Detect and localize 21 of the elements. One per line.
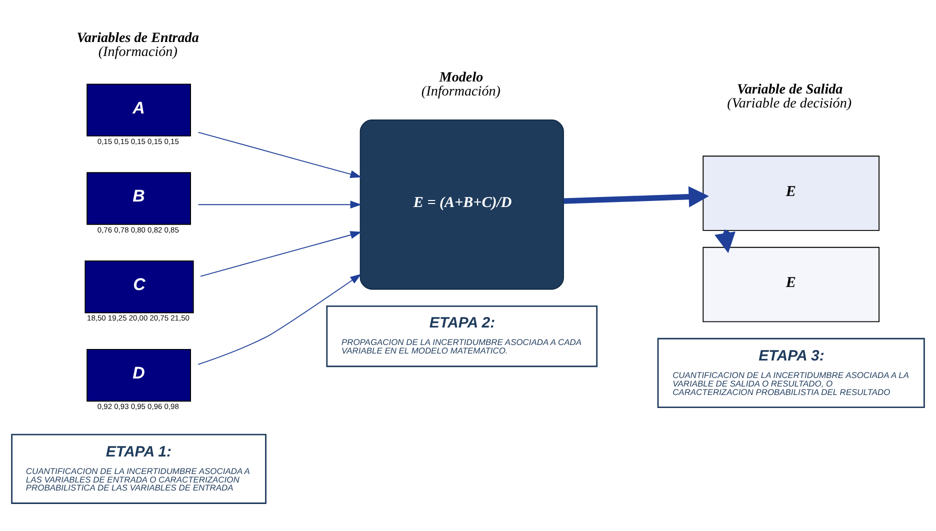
node-label: 0,92 0,93 0,95 0,96 0,98 [97,402,179,412]
label: Variables de Entrada [76,30,199,46]
label: (Información) [98,44,178,60]
node-label: 0,15 0,15 0,15 0,15 0,15 [97,136,179,146]
node-box: E [702,156,880,231]
arrow [564,186,709,208]
label: (Variable de decisión) [727,96,852,112]
node-box: ETAPA 3: CUANTIFICACION DE LA INCERTIDUMBRE ASOCIADA A LA VARIABLE DE SALIDA O RESULTADO, O CARACTERIZACION PROBABILISTIA DEL RESULTADO [657,338,925,408]
label: (Información) [421,83,501,100]
node-box: ETAPA 2: PROPAGACION DE LA INCERTIDUMBRE ASOCIADA A CADA VARIABLE EN EL MODELO MATEMATICO. [326,305,598,368]
node-label: 0,76 0,78 0,80 0,82 0,85 [97,225,179,234]
arrow [198,200,362,209]
node-box: E [702,246,880,322]
node-box: ETAPA 1: CUANTIFICACION DE LA INCERTIDUMBRE ASOCIADA A LAS VARIABLES DE ENTRADA O CARACTERIZACION PROBABILISTICA DE LAS VARIABLES DE ENTRADA [11,434,266,504]
label: Variable de Salida [737,82,843,98]
arrow [198,132,362,178]
label: Modelo [439,69,484,86]
arrow [198,274,362,365]
node-box: E = (A+B+C)/D [360,119,564,290]
node-label: 18,50 19,25 20,00 20,75 21,50 [87,314,190,323]
arrow [200,231,362,277]
